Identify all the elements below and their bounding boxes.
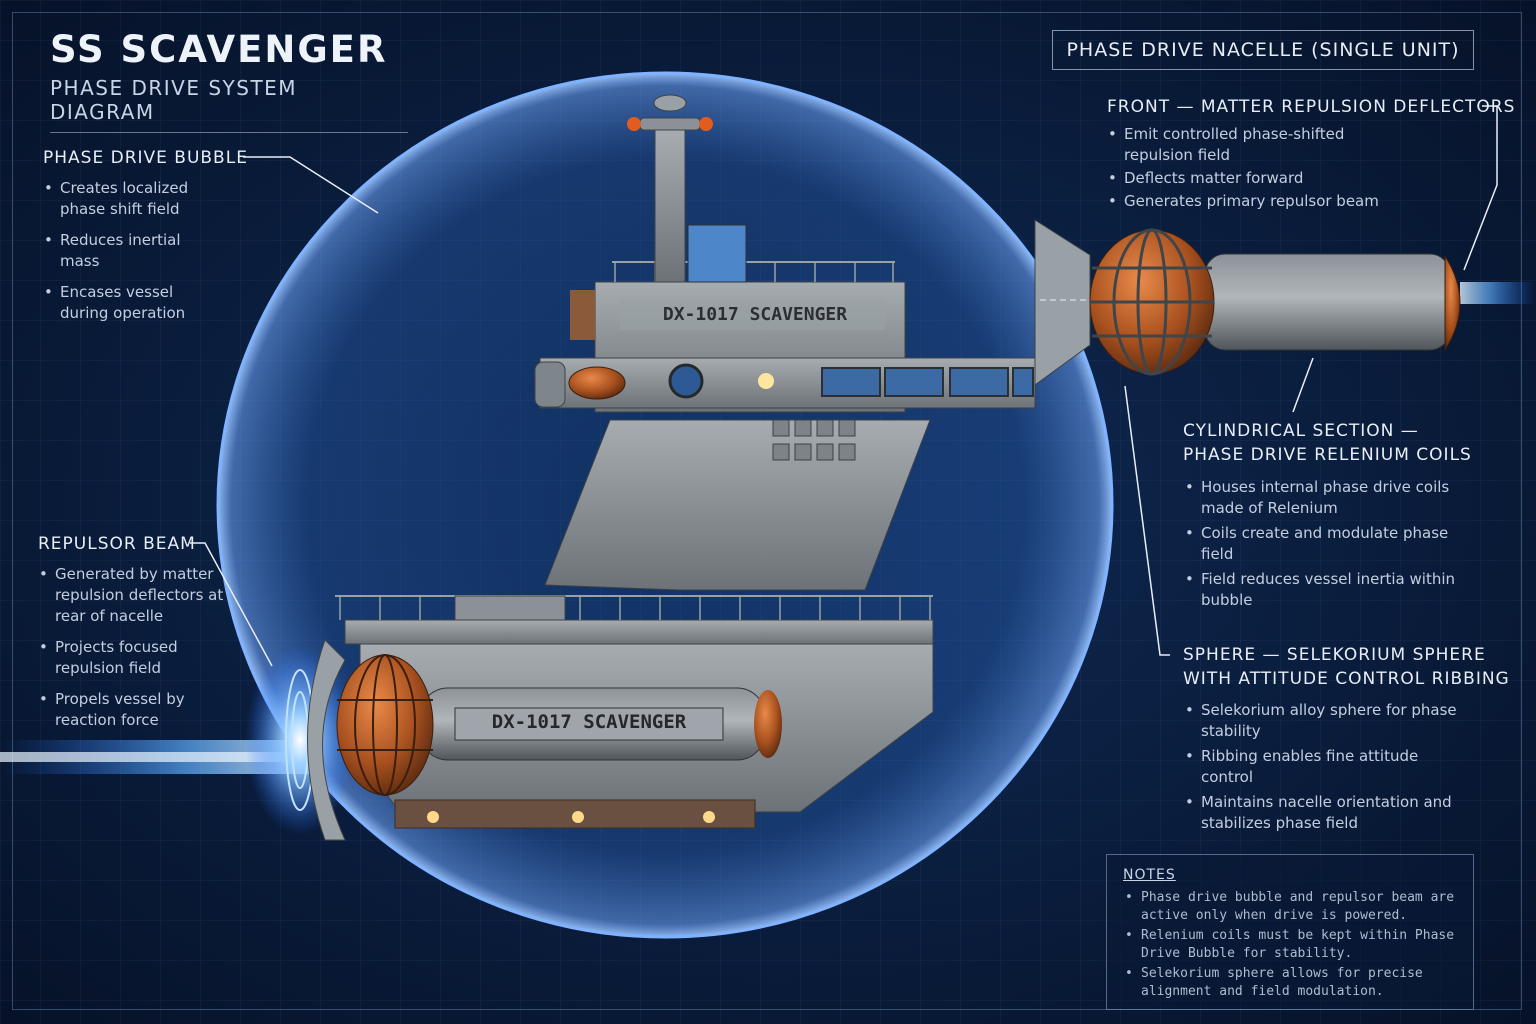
list-item: Generates primary repulsor beam xyxy=(1106,191,1396,212)
list-item: Selekorium sphere allows for precise ali… xyxy=(1123,965,1459,1001)
list-item: Reduces inertial mass xyxy=(42,230,222,272)
attitude-ribbing xyxy=(1090,228,1214,376)
front-list: Emit controlled phase-shifted repulsion … xyxy=(1106,124,1396,222)
front-heading: FRONT — MATTER REPULSION DEFLECTORS xyxy=(1107,97,1516,117)
lower-deck xyxy=(344,619,934,645)
hull-panel-grid xyxy=(772,419,856,461)
hull-label: DX-1017 SCAVENGER xyxy=(662,304,848,325)
relenium-coil-cylinder xyxy=(1204,253,1451,351)
bubble-list: Creates localized phase shift field Redu… xyxy=(42,178,222,334)
front-deflector-dish xyxy=(1034,219,1091,386)
sphere-list: Selekorium alloy sphere for phase stabil… xyxy=(1183,700,1473,844)
list-item: Maintains nacelle orientation and stabil… xyxy=(1183,792,1473,834)
lower-nacelle-sphere xyxy=(336,654,434,796)
lower-deflector-dish xyxy=(307,639,346,841)
antenna-tower xyxy=(654,129,686,283)
list-item: Emit controlled phase-shifted repulsion … xyxy=(1106,124,1396,166)
list-item: Phase drive bubble and repulsor beam are… xyxy=(1123,889,1459,925)
list-item: Coils create and modulate phase field xyxy=(1183,523,1473,565)
list-item: Ribbing enables fine attitude control xyxy=(1183,746,1473,788)
repulsor-list: Generated by matter repulsion deflectors… xyxy=(37,564,227,741)
cylinder-heading-2: PHASE DRIVE RELENIUM COILS xyxy=(1183,445,1472,465)
list-item: Relenium coils must be kept within Phase… xyxy=(1123,927,1459,963)
list-item: Field reduces vessel inertia within bubb… xyxy=(1183,569,1473,611)
callout-leaders xyxy=(190,105,1498,667)
hull-support-strut xyxy=(544,419,931,591)
sphere-heading-2: WITH ATTITUDE CONTROL RIBBING xyxy=(1183,669,1510,689)
bubble-heading: PHASE DRIVE BUBBLE xyxy=(43,148,248,168)
list-item: Deflects matter forward xyxy=(1106,168,1396,189)
notes-list: Phase drive bubble and repulsor beam are… xyxy=(1123,889,1459,1001)
notes-title: NOTES xyxy=(1123,867,1176,883)
list-item: Selekorium alloy sphere for phase stabil… xyxy=(1183,700,1473,742)
page-title: SS SCAVENGER xyxy=(50,28,388,71)
list-item: Generated by matter repulsion deflectors… xyxy=(37,564,227,627)
cylinder-list: Houses internal phase drive coils made o… xyxy=(1183,477,1473,621)
list-item: Propels vessel by reaction force xyxy=(37,689,227,731)
list-item: Houses internal phase drive coils made o… xyxy=(1183,477,1473,519)
bridge-windows xyxy=(821,367,1034,397)
list-item: Creates localized phase shift field xyxy=(42,178,222,220)
notes-panel: NOTES Phase drive bubble and repulsor be… xyxy=(1106,854,1474,1010)
diagram-frame xyxy=(12,12,1522,1010)
repulsor-heading: REPULSOR BEAM xyxy=(38,534,196,554)
sensor-module xyxy=(687,224,747,283)
cylinder-heading-1: CYLINDRICAL SECTION — xyxy=(1183,421,1419,441)
page-subtitle: PHASE DRIVE SYSTEM DIAGRAM xyxy=(50,76,408,133)
list-item: Encases vessel during operation xyxy=(42,282,222,324)
nacelle-label: DX-1017 SCAVENGER xyxy=(491,711,687,733)
nacelle-header-box: PHASE DRIVE NACELLE (SINGLE UNIT) xyxy=(1052,30,1474,70)
sphere-heading-1: SPHERE — SELEKORIUM SPHERE xyxy=(1183,645,1486,665)
list-item: Projects focused repulsion field xyxy=(37,637,227,679)
